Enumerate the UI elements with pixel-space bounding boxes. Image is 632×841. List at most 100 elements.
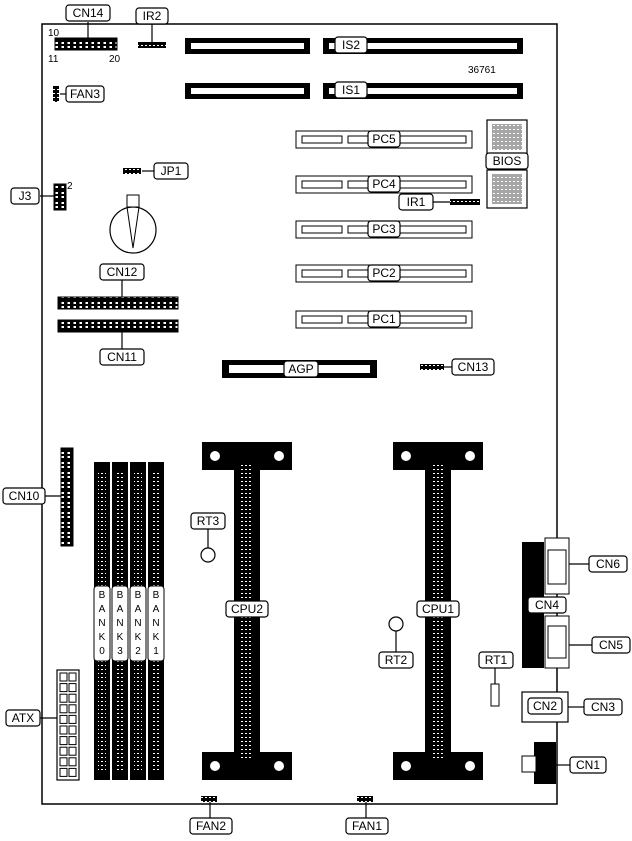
svg-text:RT1: RT1 bbox=[485, 653, 508, 667]
atx-pin bbox=[68, 746, 77, 756]
isa-slot-is1 bbox=[185, 83, 523, 99]
is2-label: IS2 bbox=[334, 36, 368, 54]
svg-text:J3: J3 bbox=[19, 189, 32, 203]
cn10-label: CN10 bbox=[2, 487, 61, 505]
cn3-label: CN3 bbox=[568, 698, 623, 716]
svg-text:CN6: CN6 bbox=[596, 557, 620, 571]
svg-text:0: 0 bbox=[99, 646, 105, 657]
atx-pin bbox=[68, 757, 77, 767]
cn10-header bbox=[60, 447, 74, 547]
cn12-connector bbox=[57, 296, 179, 310]
pc4-label: PC4 bbox=[367, 175, 401, 193]
rt1-label: RT1 bbox=[478, 651, 514, 669]
cpu2-label: CPU2 bbox=[225, 600, 269, 618]
ir2-header bbox=[138, 42, 166, 48]
svg-text:3: 3 bbox=[117, 646, 123, 657]
svg-text:CPU1: CPU1 bbox=[422, 602, 454, 616]
svg-text:PC2: PC2 bbox=[372, 266, 396, 280]
atx-pin bbox=[68, 714, 77, 724]
svg-text:CN5: CN5 bbox=[599, 638, 623, 652]
pc3-label: PC3 bbox=[367, 220, 401, 238]
svg-text:1: 1 bbox=[153, 646, 159, 657]
atx-label: ATX bbox=[5, 709, 57, 727]
svg-text:IR2: IR2 bbox=[143, 9, 162, 23]
svg-text:K: K bbox=[117, 632, 124, 643]
cn13-label: CN13 bbox=[444, 358, 495, 376]
svg-text:N: N bbox=[116, 618, 123, 629]
cn5-label: CN5 bbox=[569, 636, 631, 654]
fan2-header bbox=[201, 796, 217, 802]
atx-pin bbox=[68, 693, 77, 703]
svg-text:CN4: CN4 bbox=[535, 598, 559, 612]
cn11-connector bbox=[57, 319, 179, 333]
fan1-label: FAN1 bbox=[345, 802, 389, 835]
bank1-label: B A N K 1 bbox=[147, 585, 165, 662]
svg-text:PC3: PC3 bbox=[372, 222, 396, 236]
svg-text:CN13: CN13 bbox=[458, 360, 489, 374]
cn14-pin-20: 20 bbox=[109, 54, 121, 65]
svg-text:K: K bbox=[153, 632, 160, 643]
svg-text:CN10: CN10 bbox=[9, 489, 40, 503]
cn11-label: CN11 bbox=[99, 332, 145, 366]
cpu1-label: CPU1 bbox=[416, 600, 460, 618]
svg-text:FAN2: FAN2 bbox=[196, 819, 226, 833]
ir2-label: IR2 bbox=[135, 7, 169, 42]
atx-pin bbox=[59, 693, 68, 703]
battery-icon bbox=[109, 194, 157, 254]
svg-text:FAN3: FAN3 bbox=[70, 87, 100, 101]
agp-label: AGP bbox=[283, 360, 319, 378]
svg-text:B: B bbox=[99, 590, 106, 601]
pc1-label: PC1 bbox=[367, 310, 401, 328]
svg-text:A: A bbox=[153, 604, 160, 615]
svg-text:JP1: JP1 bbox=[161, 164, 182, 178]
svg-text:RT2: RT2 bbox=[385, 653, 408, 667]
cn14-header: 10 11 20 bbox=[48, 28, 121, 65]
pc2-label: PC2 bbox=[367, 264, 401, 282]
rt3-label: RT3 bbox=[190, 512, 226, 530]
svg-text:2: 2 bbox=[135, 646, 141, 657]
fan3-header bbox=[53, 86, 59, 102]
bios-label: BIOS bbox=[485, 152, 529, 170]
j3-label: J3 bbox=[10, 187, 54, 205]
atx-pin bbox=[59, 736, 68, 746]
svg-text:ATX: ATX bbox=[12, 711, 34, 725]
atx-pin bbox=[59, 757, 68, 767]
cn4-port-block bbox=[522, 537, 570, 669]
svg-text:IS2: IS2 bbox=[342, 38, 360, 52]
pc5-label: PC5 bbox=[367, 130, 401, 148]
atx-pin bbox=[68, 725, 77, 735]
atx-connector bbox=[56, 669, 80, 781]
j3-pin-2: 2 bbox=[67, 181, 73, 192]
atx-pin bbox=[68, 736, 77, 746]
svg-text:N: N bbox=[98, 618, 105, 629]
cn13-header bbox=[420, 364, 444, 370]
fan1-header bbox=[357, 796, 373, 802]
rt2-thermistor bbox=[388, 616, 404, 652]
cn1-connector bbox=[521, 742, 556, 784]
cn2-label: CN2 bbox=[527, 697, 563, 715]
rt3-thermistor bbox=[200, 528, 216, 563]
svg-text:B: B bbox=[153, 590, 160, 601]
svg-text:A: A bbox=[117, 604, 124, 615]
svg-text:PC5: PC5 bbox=[372, 132, 396, 146]
cn14-pin-11: 11 bbox=[48, 54, 59, 65]
atx-pin bbox=[59, 714, 68, 724]
svg-text:N: N bbox=[152, 618, 159, 629]
svg-text:K: K bbox=[135, 632, 142, 643]
svg-text:K: K bbox=[99, 632, 106, 643]
svg-text:CN1: CN1 bbox=[576, 758, 600, 772]
svg-text:N: N bbox=[134, 618, 141, 629]
atx-pin bbox=[59, 725, 68, 735]
jp1-header bbox=[123, 168, 141, 174]
cn14-label: CN14 bbox=[65, 4, 111, 38]
svg-text:IR1: IR1 bbox=[407, 195, 426, 209]
atx-pin bbox=[68, 767, 77, 777]
svg-text:CPU2: CPU2 bbox=[231, 602, 263, 616]
svg-text:BIOS: BIOS bbox=[493, 154, 522, 168]
ir1-header bbox=[450, 199, 480, 205]
bios-chip bbox=[486, 119, 528, 209]
atx-pin bbox=[68, 704, 77, 714]
svg-text:A: A bbox=[99, 604, 106, 615]
svg-text:B: B bbox=[117, 590, 124, 601]
